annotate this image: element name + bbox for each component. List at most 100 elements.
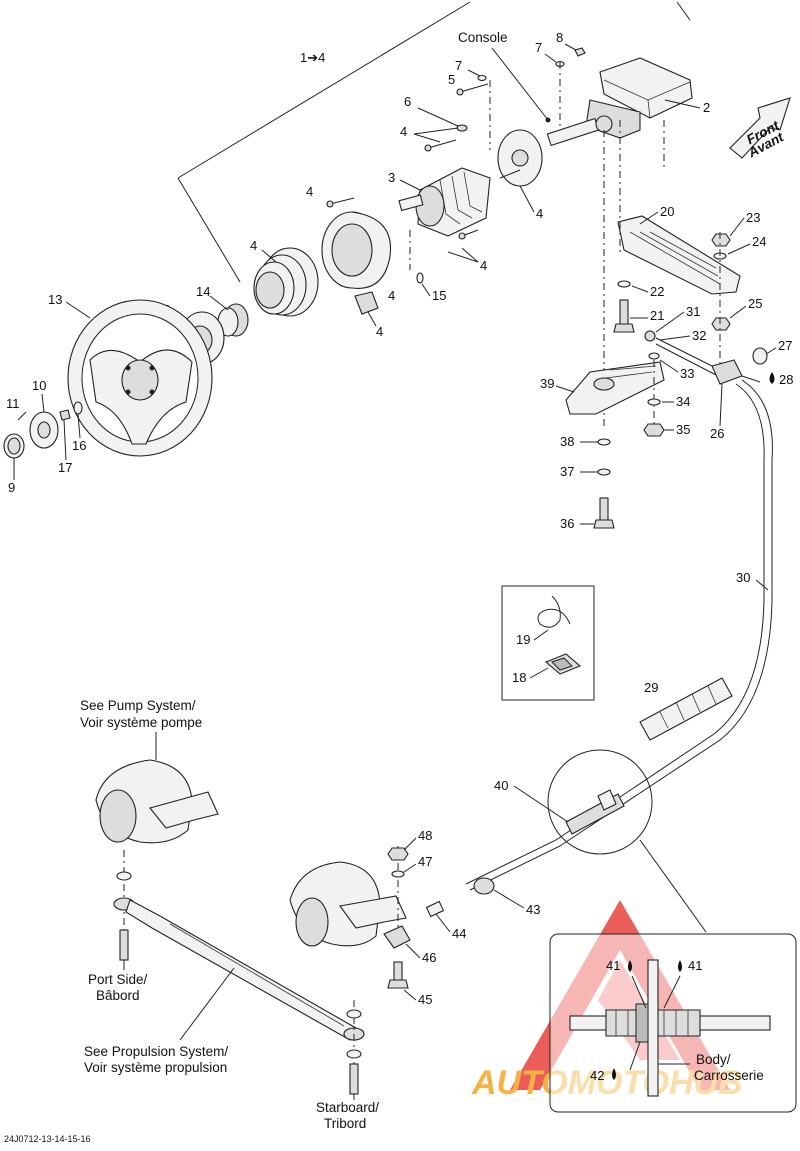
steering-column — [546, 57, 693, 147]
part-4-label-c: 4 — [480, 258, 487, 273]
detail-zoom-circle — [547, 749, 653, 855]
port-note-line2: Bâbord — [96, 988, 140, 1003]
part-47-label: 47 — [418, 854, 432, 869]
part-45-label: 45 — [418, 992, 432, 1007]
part-5-label: 5 — [448, 72, 455, 87]
part-25-label: 25 — [748, 296, 762, 311]
part-9-label: 9 — [8, 480, 15, 495]
body-note-line1: Body/ — [696, 1052, 731, 1067]
part-33-label: 33 — [680, 366, 694, 381]
part-27-label: 27 — [778, 338, 792, 353]
upper-bracket — [617, 215, 741, 295]
header-label: 1➔4 — [300, 50, 325, 65]
part-19-label: 19 — [516, 632, 530, 647]
steering-cable — [469, 379, 773, 891]
part-4-label-a: 4 — [400, 124, 407, 139]
part-7-label-a: 7 — [455, 58, 462, 73]
helm-assembly — [398, 129, 543, 240]
console-label: Console — [458, 30, 508, 45]
propulsion-note-line1: See Propulsion System/ — [84, 1044, 228, 1059]
part-24-label: 24 — [752, 234, 766, 249]
part-28-label: 28 — [779, 372, 793, 387]
part-4-label-f: 4 — [376, 324, 383, 339]
part-14-label: 14 — [196, 284, 210, 299]
wheel-cap-parts — [3, 401, 83, 459]
part-44-label: 44 — [452, 926, 466, 941]
part-23-label: 23 — [746, 210, 760, 225]
detail-box — [549, 933, 797, 1113]
sealant-drop-icon — [769, 372, 775, 384]
cable-fitting — [565, 789, 625, 835]
part-15-label: 15 — [432, 288, 446, 303]
cable-end — [711, 347, 768, 385]
part-31-label: 31 — [686, 304, 700, 319]
group-bracket — [177, 1, 691, 283]
starboard-note-line1: Starboard/ — [316, 1100, 379, 1115]
part-30-label: 30 — [736, 570, 750, 585]
part-37-label: 37 — [560, 464, 574, 479]
lower-bracket — [565, 361, 665, 415]
part-21-label: 21 — [650, 308, 664, 323]
part-39-label: 39 — [540, 376, 554, 391]
part-2-label: 2 — [703, 100, 710, 115]
part-4-label-b: 4 — [536, 206, 543, 221]
protective-sleeve — [639, 677, 733, 741]
part-7-label-b: 7 — [535, 40, 542, 55]
part-34-label: 34 — [676, 394, 690, 409]
part-22-label: 22 — [650, 284, 664, 299]
part-17-label: 17 — [58, 460, 72, 475]
part-4-label-g: 4 — [250, 238, 257, 253]
part-26-label: 26 — [710, 426, 724, 441]
part-4-label-d: 4 — [306, 184, 313, 199]
part-18-label: 18 — [512, 670, 526, 685]
part-20-label: 20 — [660, 204, 674, 219]
steering-wheel — [67, 299, 213, 457]
part-8-label: 8 — [556, 30, 563, 45]
cover-housing — [321, 197, 424, 315]
footer-code: 24J0712-13-14-15-16 — [4, 1134, 91, 1144]
part-36-label: 36 — [560, 516, 574, 531]
part-29-label: 29 — [644, 680, 658, 695]
part-13-label: 13 — [48, 292, 62, 307]
part-6-label: 6 — [404, 94, 411, 109]
fasteners-box — [501, 585, 595, 701]
part-11-label: 11 — [6, 396, 20, 411]
lower-nuts — [643, 398, 665, 437]
sealant-drop-icon — [678, 960, 682, 972]
sealant-drop-icon — [628, 960, 632, 972]
part-46-label: 46 — [422, 950, 436, 965]
part-41-label-b: 41 — [688, 958, 702, 973]
part-48-label: 48 — [418, 828, 432, 843]
sealant-drop-icon — [612, 1068, 616, 1080]
tie-rod — [113, 850, 365, 1095]
port-nozzle — [95, 759, 219, 844]
body-note-line2: Carrosserie — [694, 1068, 764, 1083]
part-3-label: 3 — [388, 170, 395, 185]
part-42-label: 42 — [590, 1068, 604, 1083]
lower-bolt-stack — [593, 438, 615, 529]
pump-note-line2: Voir système pompe — [80, 715, 202, 730]
part-4-label-e: 4 — [388, 288, 395, 303]
part-35-label: 35 — [676, 422, 690, 437]
pump-note-line1: See Pump System/ — [80, 698, 196, 713]
part-16-label: 16 — [72, 438, 86, 453]
starboard-nozzle — [289, 861, 411, 949]
starboard-note-line2: Tribord — [324, 1116, 366, 1131]
cable-connector — [425, 877, 495, 918]
ball-joint — [644, 330, 721, 377]
part-32-label: 32 — [692, 328, 706, 343]
part-40-label: 40 — [494, 778, 508, 793]
propulsion-note-line2: Voir système propulsion — [84, 1060, 227, 1075]
nozzle-hardware — [387, 847, 409, 989]
part-38-label: 38 — [560, 434, 574, 449]
part-10-label: 10 — [32, 378, 46, 393]
screws-top — [424, 47, 586, 152]
rubber-boot — [253, 247, 319, 317]
part-41-label-a: 41 — [606, 958, 620, 973]
part-43-label: 43 — [526, 902, 540, 917]
front-arrow-icon: Front Avant — [729, 97, 791, 161]
bracket-hardware — [613, 232, 731, 370]
port-note-line1: Port Side/ — [88, 972, 148, 987]
